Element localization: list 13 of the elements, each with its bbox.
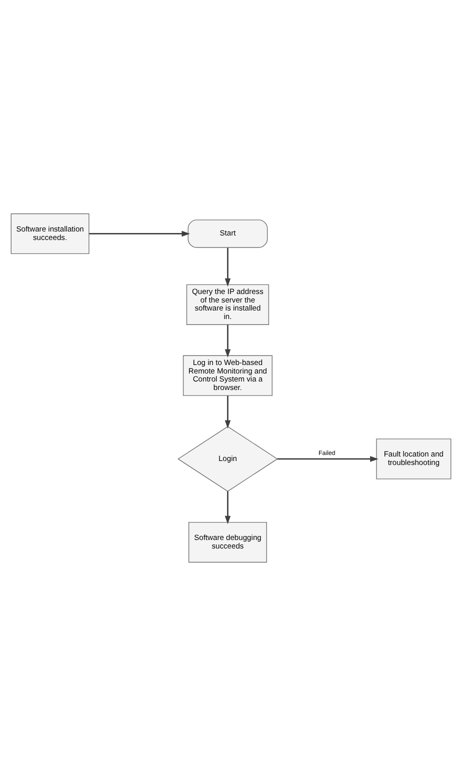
node-diamond: Login xyxy=(178,426,278,492)
arrow xyxy=(224,248,231,287)
node-box: Log in to Web-based Remote Monitoring and Control System via a browser. xyxy=(182,355,272,396)
arrow xyxy=(224,324,231,358)
arrow xyxy=(277,456,378,462)
node-box: Query the IP address of the server the software is installed in. xyxy=(186,284,270,325)
arrow xyxy=(224,396,231,429)
arrow xyxy=(224,491,231,524)
arrow xyxy=(89,230,190,237)
node-box: Software debugging succeeds xyxy=(188,522,267,563)
node-box: Fault location and troubleshooting xyxy=(376,438,452,480)
node-box: Software installation succeeds. xyxy=(10,213,90,254)
node-box: Start xyxy=(188,220,268,248)
